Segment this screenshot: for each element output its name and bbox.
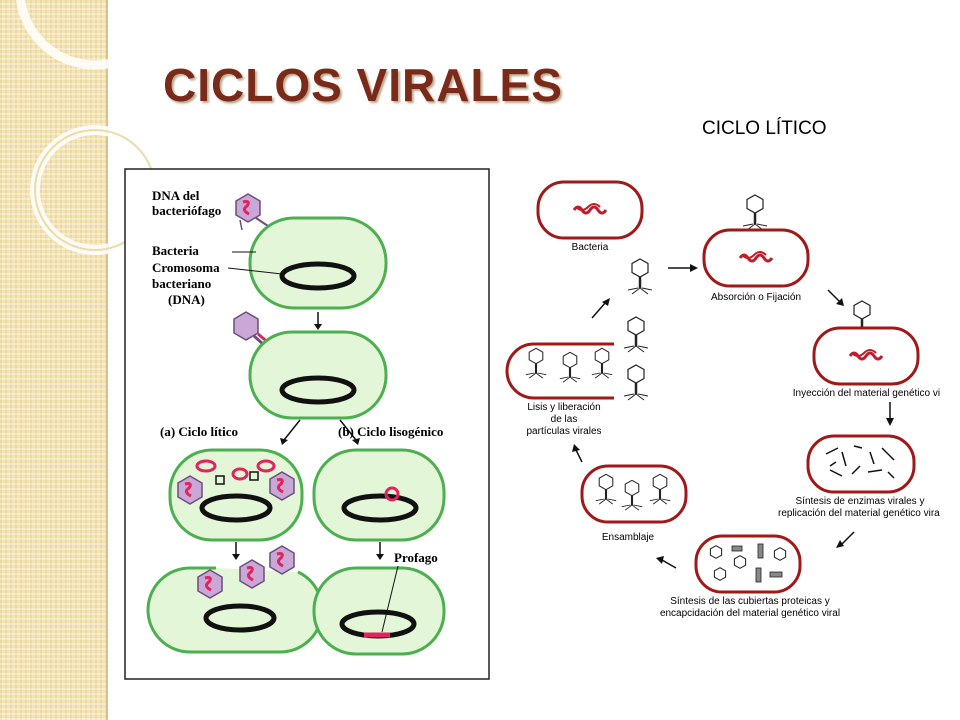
cell-injection: [812, 299, 920, 386]
cell-synthesis: [806, 434, 916, 494]
phage-icon: [234, 192, 269, 231]
lysogenic-lytic-diagram: DNA del bacteriófago Bacteria Cromosoma …: [124, 168, 490, 680]
step-label-synthesis: Síntesis de enzimas virales y: [796, 496, 925, 507]
pointer-line: [227, 267, 283, 275]
step-label-lysis-2: de las: [551, 414, 578, 425]
label-dna-phage: DNA del: [152, 188, 200, 203]
step-label-injection: Inyección del material genético viral: [793, 388, 940, 399]
slide-title: CICLOS VIRALES: [163, 59, 563, 111]
cell-lysis: [505, 342, 614, 400]
label-bacteria: Bacteria: [152, 243, 199, 258]
cell-assembly: [580, 464, 688, 524]
step-label-capsid-2: encapcidación del material genético vira…: [660, 608, 840, 619]
step-label-bacteria: Bacteria: [572, 242, 609, 253]
label-chromosome: Cromosoma: [152, 260, 220, 275]
arrow-down-icon: [376, 542, 384, 560]
label-lytic-cycle: (a) Ciclo lítico: [160, 424, 238, 439]
bacteria-cell-lytic: [168, 448, 304, 542]
arrow-branch-icon: [280, 419, 360, 445]
cell-capsid-synthesis: [694, 534, 802, 594]
label-lysogenic-cycle: (b) Ciclo lisogénico: [338, 424, 443, 439]
step-label-capsid: Síntesis de las cubiertas proteicas y: [670, 596, 830, 607]
cell-bacteria: [536, 180, 644, 240]
label-dna-phage-2: bacteriófago: [152, 203, 221, 218]
slide-subtitle: CICLO LÍTICO: [702, 118, 827, 139]
label-chromosome-3: (DNA): [168, 292, 205, 307]
decorative-side-line: [106, 0, 108, 720]
step-label-lysis-3: partículas virales: [526, 426, 601, 437]
bacteria-cell: [248, 330, 388, 420]
lytic-cycle-diagram: Bacteria Absorción o Fijación Inyección …: [505, 180, 940, 619]
pointer-line: [381, 565, 399, 633]
bacteria-cell-prophage: [312, 566, 446, 656]
bacteria-cell: [248, 216, 388, 310]
step-label-lysis: Lisis y liberación: [527, 402, 600, 413]
cycle-arrows-icon: [572, 264, 894, 569]
arrow-down-icon: [232, 542, 240, 560]
label-prophage: Profago: [394, 550, 438, 565]
bacteria-cell-lysogenic: [312, 448, 446, 542]
step-label-assembly: Ensamblaje: [602, 532, 655, 543]
free-phage-icon: [622, 257, 654, 402]
label-chromosome-2: bacteriano: [152, 276, 211, 291]
cell-adsorption: [702, 193, 810, 288]
step-label-synthesis-2: replicación del material genético viral: [778, 508, 940, 519]
step-label-adsorption: Absorción o Fijación: [711, 292, 801, 303]
decorative-side-band: [0, 0, 108, 720]
arrow-down-icon: [314, 312, 322, 330]
